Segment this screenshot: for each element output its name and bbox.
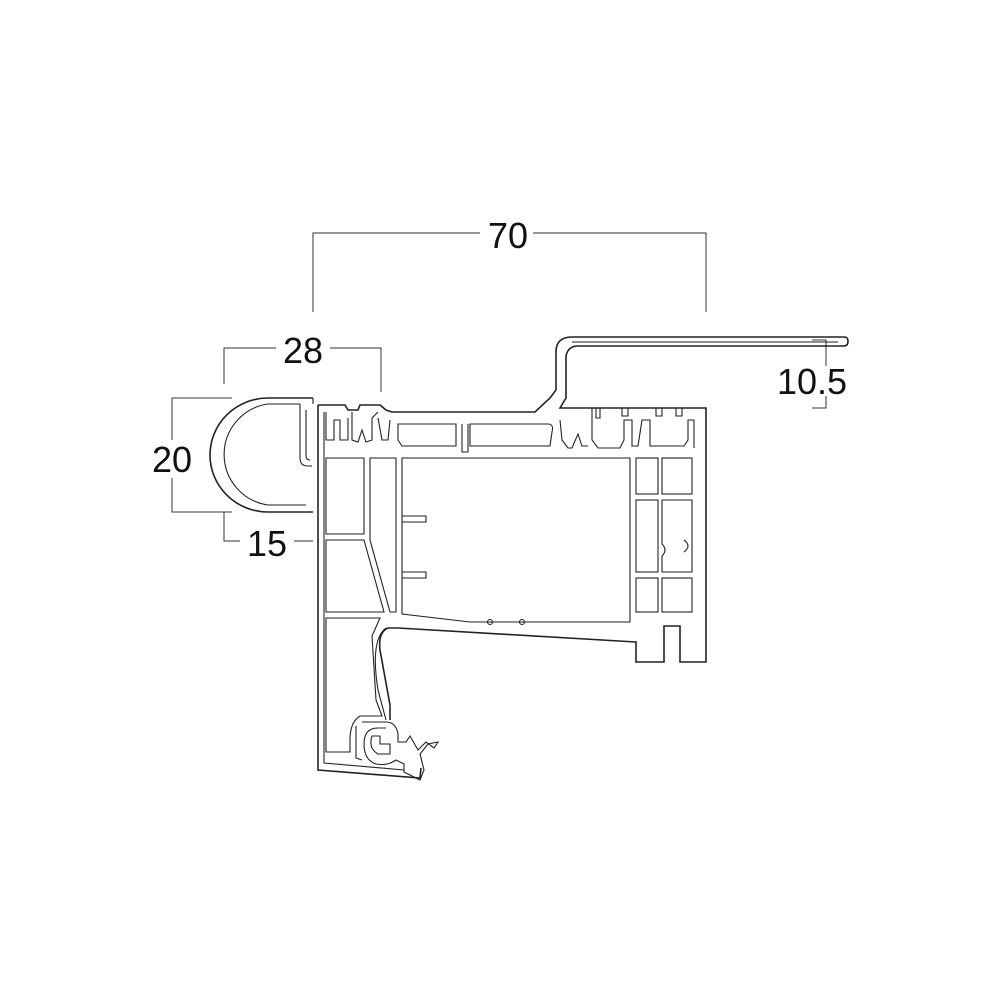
dimension-70-label: 70: [488, 215, 528, 256]
dimension-10-5: 10.5: [777, 339, 847, 409]
left-chambers: [325, 457, 397, 753]
right-chambers: [635, 457, 693, 613]
dimension-28-label: 28: [283, 330, 323, 371]
glazing-bead: [209, 397, 314, 513]
dimension-15: 15: [223, 512, 313, 564]
dimension-20-label: 20: [152, 439, 192, 480]
dimension-10-5-label: 10.5: [777, 361, 847, 402]
dimension-15-label: 15: [247, 523, 287, 564]
dimension-70: 70: [312, 215, 707, 312]
bottom-gasket: [355, 627, 440, 781]
dimension-28: 28: [223, 330, 382, 392]
frame-outline: [317, 336, 849, 779]
top-gasket-teeth: [325, 408, 695, 453]
dimension-20: 20: [152, 397, 232, 513]
main-chamber: [401, 457, 631, 626]
